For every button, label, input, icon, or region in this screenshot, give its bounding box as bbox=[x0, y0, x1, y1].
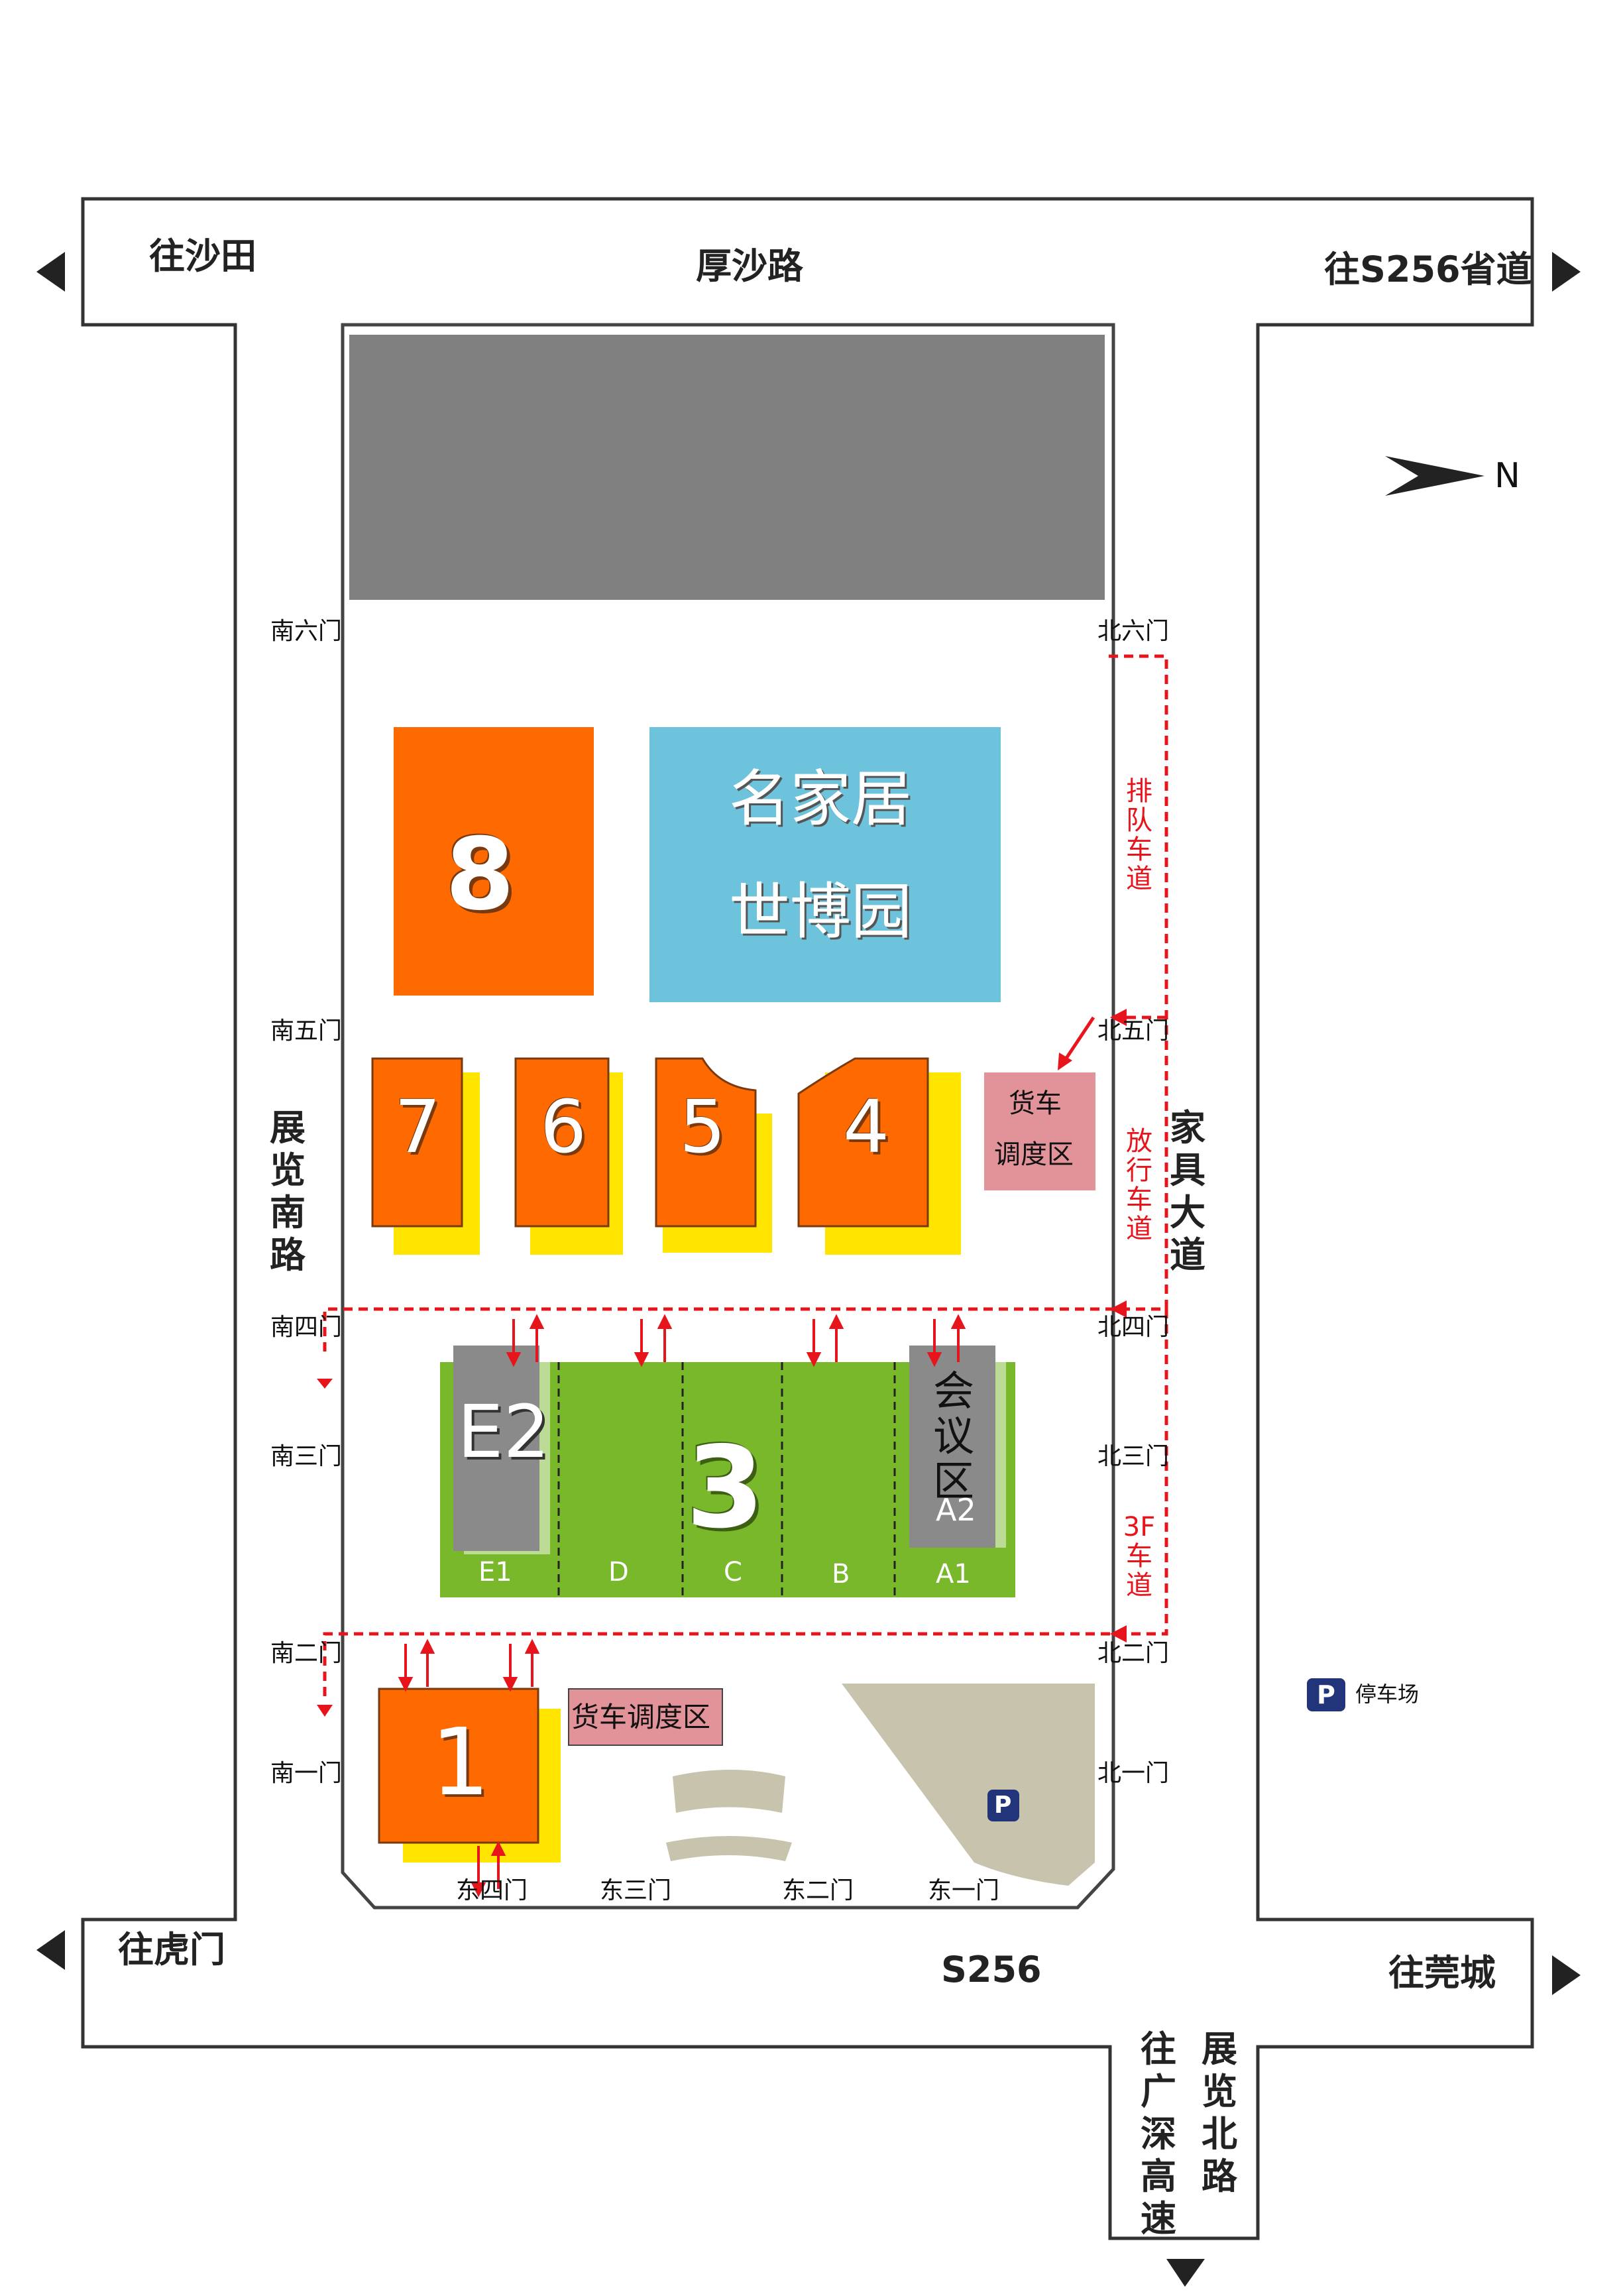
gate-north-3: 北三门 bbox=[1097, 1443, 1170, 1470]
legend-parking-label: 停车场 bbox=[1355, 1682, 1420, 1707]
gate-north-4: 北四门 bbox=[1097, 1314, 1170, 1341]
lane-3f: 3F车道 bbox=[1123, 1512, 1156, 1601]
zone-c: C bbox=[724, 1557, 742, 1587]
route-arrows bbox=[317, 1009, 1127, 1717]
gray-block bbox=[349, 335, 1105, 600]
gate-east-3: 东三门 bbox=[600, 1877, 672, 1904]
compass-label: N bbox=[1494, 456, 1520, 496]
mingjiaju-hall bbox=[649, 727, 1001, 1002]
road-outline bbox=[81, 197, 1534, 2240]
arrow-left-bottom-icon bbox=[36, 1930, 65, 1970]
hall-8 bbox=[394, 727, 594, 996]
direction-to-guancheng: 往莞城 bbox=[1388, 1952, 1496, 1994]
gate-north-5: 北五门 bbox=[1097, 1017, 1170, 1045]
gate-south-6: 南六门 bbox=[270, 618, 343, 645]
compass-arrow-icon bbox=[1385, 456, 1484, 496]
gate-north-6: 北六门 bbox=[1097, 618, 1170, 645]
hall-7-label: 7 bbox=[394, 1084, 441, 1169]
entry-exit-arrows bbox=[398, 1314, 966, 1898]
zone-d: D bbox=[608, 1557, 629, 1587]
gate-south-5: 南五门 bbox=[270, 1017, 343, 1045]
hall-5-label: 5 bbox=[679, 1084, 726, 1169]
conference-block bbox=[909, 1346, 995, 1548]
truck-zone-lower-label: 货车调度区 bbox=[571, 1701, 711, 1733]
hall-6-label: 6 bbox=[540, 1084, 587, 1169]
hall-1 bbox=[378, 1688, 539, 1844]
mingjiaju-label-1: 名家居 bbox=[729, 764, 913, 834]
parking-icon: P bbox=[994, 1792, 1012, 1819]
parking-lot bbox=[842, 1684, 1095, 1886]
zone-e1: E1 bbox=[478, 1557, 512, 1587]
truck-zone-upper-line2: 调度区 bbox=[994, 1139, 1074, 1170]
hall-5 bbox=[655, 1057, 757, 1228]
direction-to-humen: 往虎门 bbox=[118, 1929, 225, 1971]
conference-label: 会议区 bbox=[933, 1367, 975, 1505]
site-boundary bbox=[341, 323, 1115, 1910]
road-right: 家具大道 bbox=[1170, 1107, 1205, 1276]
stage-lower bbox=[666, 1836, 792, 1861]
direction-to-shatian: 往沙田 bbox=[149, 235, 256, 277]
truck-zone-upper bbox=[984, 1072, 1095, 1190]
hall-e2-label: E2 bbox=[457, 1389, 550, 1474]
gate-east-4: 东四门 bbox=[456, 1877, 528, 1904]
gate-north-2: 北二门 bbox=[1097, 1640, 1170, 1667]
hall-a2-label: A2 bbox=[936, 1492, 976, 1528]
parking-icon-bg bbox=[987, 1790, 1019, 1821]
arrow-right-bottom-icon bbox=[1552, 1955, 1581, 1995]
legend-parking-icon-bg bbox=[1307, 1678, 1345, 1711]
direction-to-guangshen: 往广深高速 bbox=[1141, 2028, 1176, 2240]
gate-east-1: 东一门 bbox=[928, 1877, 1000, 1904]
truck-zone-upper-line1: 货车 bbox=[1009, 1088, 1062, 1119]
hall-8-label: 8 bbox=[445, 817, 515, 933]
gate-south-3: 南三门 bbox=[270, 1443, 343, 1470]
arrow-down-icon bbox=[1166, 2259, 1205, 2287]
gate-south-2: 南二门 bbox=[270, 1640, 343, 1667]
road-bottom: S256 bbox=[941, 1949, 1042, 1990]
red-route bbox=[323, 654, 1168, 1697]
gate-north-1: 北一门 bbox=[1097, 1760, 1170, 1787]
gate-south-1: 南一门 bbox=[270, 1760, 343, 1787]
direction-to-s256: 往S256省道 bbox=[1324, 249, 1532, 290]
gate-east-2: 东二门 bbox=[782, 1877, 854, 1904]
mingjiaju-label-2: 世博园 bbox=[729, 876, 913, 947]
hall-1-label: 1 bbox=[431, 1709, 490, 1817]
zone-b: B bbox=[832, 1559, 850, 1589]
arrow-right-top-icon bbox=[1552, 252, 1581, 292]
road-left: 展览南路 bbox=[270, 1107, 306, 1276]
hall-e2 bbox=[453, 1346, 539, 1551]
hall-4-label: 4 bbox=[843, 1084, 889, 1169]
road-top: 厚沙路 bbox=[696, 245, 803, 287]
lane-release: 放行车道 bbox=[1126, 1126, 1152, 1244]
gate-south-4: 南四门 bbox=[270, 1314, 343, 1341]
hall-3-label: 3 bbox=[686, 1422, 765, 1554]
road-bottom-branch: 展览北路 bbox=[1202, 2028, 1237, 2197]
hall-6 bbox=[514, 1057, 610, 1228]
truck-zone-lower bbox=[568, 1688, 723, 1746]
hall-7 bbox=[371, 1057, 463, 1228]
arrow-left-top-icon bbox=[36, 252, 65, 292]
zone-a1: A1 bbox=[936, 1559, 971, 1589]
lane-queue: 排队车道 bbox=[1126, 776, 1152, 894]
legend-parking-icon: P bbox=[1317, 1680, 1335, 1709]
stage-upper bbox=[673, 1770, 785, 1813]
hall-4 bbox=[797, 1057, 929, 1228]
